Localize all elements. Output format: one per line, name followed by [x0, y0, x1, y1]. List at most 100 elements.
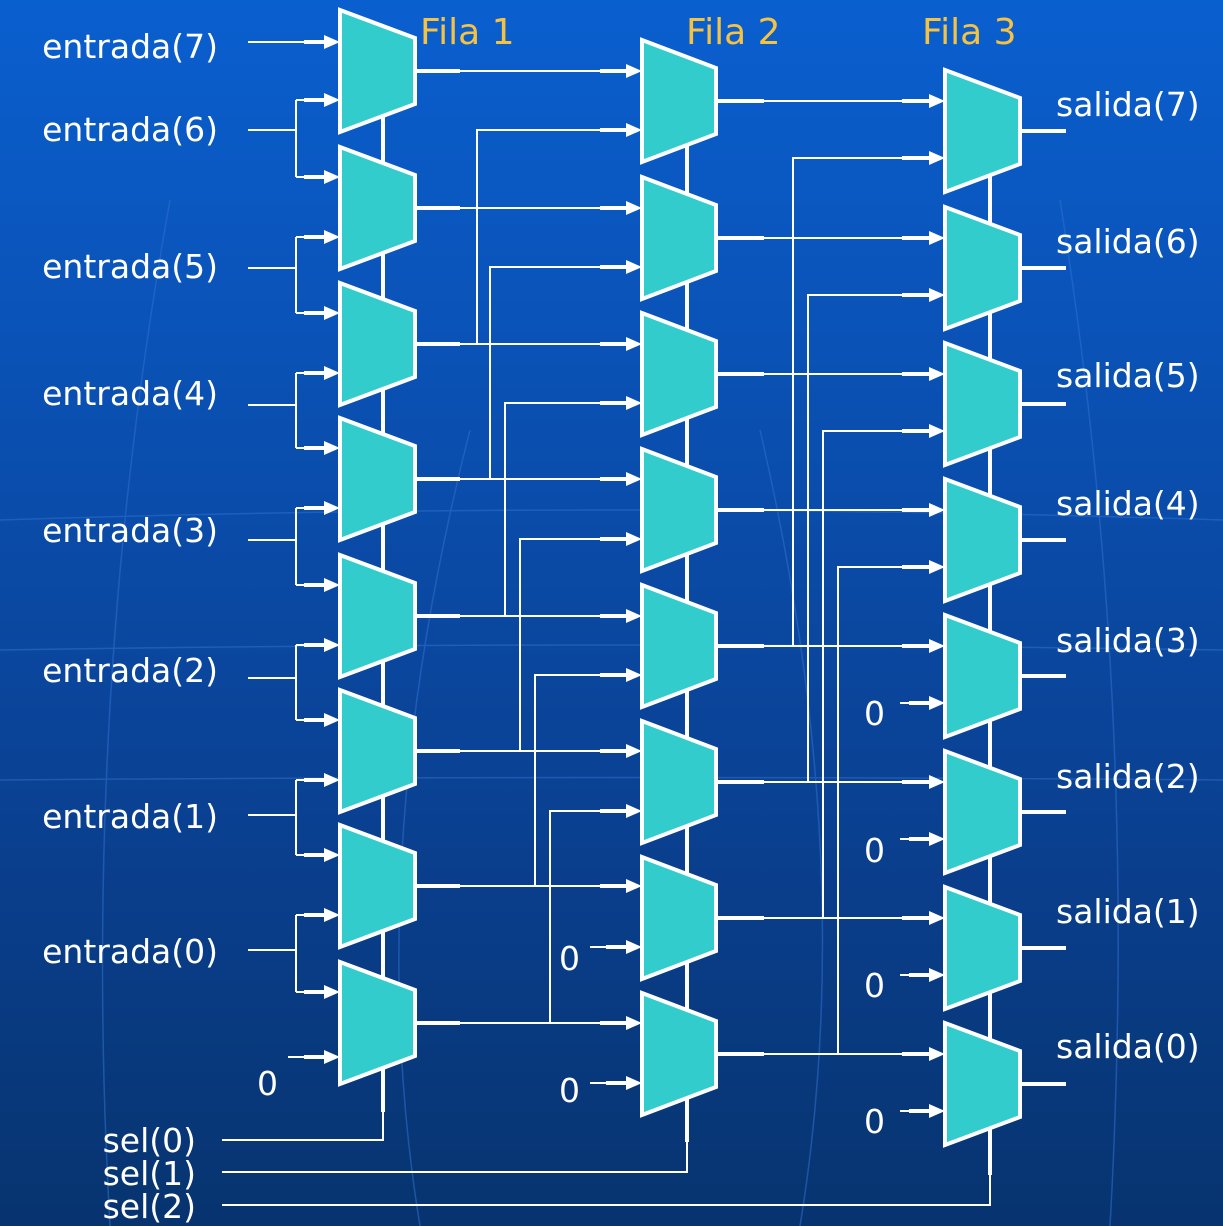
input-label-2: entrada(2) [42, 651, 218, 690]
row2-mux-5 [640, 310, 718, 438]
input-a-arrowhead [324, 638, 340, 652]
input-label-0: entrada(0) [42, 932, 218, 971]
arrowhead [626, 123, 642, 137]
row1-mux-0 [338, 959, 417, 1087]
select-label-1: sel(1) [103, 1154, 196, 1193]
row1-mux-6 [338, 144, 417, 272]
row2-mux-2 [640, 718, 718, 846]
input-b-arrowhead [324, 441, 340, 455]
arrowhead [626, 879, 642, 893]
zero-input-row3-c: 0 [864, 966, 885, 1005]
input-b-arrowhead [324, 848, 340, 862]
zero-input-row3-b: 0 [864, 831, 885, 870]
arrowhead [626, 64, 642, 78]
input-label-5: entrada(5) [42, 247, 218, 286]
input-b-arrowhead [324, 170, 340, 184]
row2-mux-3 [640, 582, 718, 710]
row3-mux-6 [943, 204, 1022, 332]
output-label-7: salida(7) [1056, 85, 1200, 124]
row3-mux-7 [943, 67, 1022, 195]
row2-mux-7 [640, 37, 718, 165]
row1-mux-5 [338, 280, 417, 408]
output-label-0: salida(0) [1056, 1027, 1200, 1066]
input-label-6: entrada(6) [42, 110, 218, 149]
output-label-6: salida(6) [1056, 222, 1200, 261]
arrowhead [626, 609, 642, 623]
zero-input-row3-d: 0 [864, 1102, 885, 1141]
zero-input-r3-arrowhead [929, 832, 945, 846]
arrowhead [626, 668, 642, 682]
arrowhead [626, 744, 642, 758]
output-label-3: salida(3) [1056, 621, 1200, 660]
zero-input-row1: 0 [257, 1064, 278, 1103]
arrowhead [929, 503, 945, 517]
row2-shift-wire [534, 674, 620, 886]
arrowhead [929, 775, 945, 789]
arrowhead [929, 639, 945, 653]
arrowhead [626, 337, 642, 351]
row3-mux-2 [943, 748, 1022, 876]
row-label-2: Fila 2 [686, 12, 781, 53]
row3-shift-wire [837, 566, 922, 1054]
input-a-arrowhead [324, 93, 340, 107]
row3-mux-3 [943, 612, 1022, 740]
row2-shift-wire [519, 538, 620, 751]
zero-input-r3-arrowhead [929, 1104, 945, 1118]
arrowhead [929, 94, 945, 108]
arrowhead [929, 231, 945, 245]
arrowhead [929, 560, 945, 574]
row-label-1: Fila 1 [420, 12, 515, 53]
arrowhead [929, 288, 945, 302]
row3-shift-wire [807, 294, 922, 782]
input-b-arrowhead [324, 713, 340, 727]
arrowhead [929, 911, 945, 925]
output-label-5: salida(5) [1056, 356, 1200, 395]
row3-shift-wire [822, 430, 922, 918]
arrowhead [929, 424, 945, 438]
sel1-wire [222, 1142, 688, 1173]
row1-mux-3 [338, 552, 417, 680]
arrowhead [626, 260, 642, 274]
arrowhead [929, 151, 945, 165]
arrowhead [626, 1016, 642, 1030]
input-b-arrowhead [324, 985, 340, 999]
input-b-arrowhead [324, 578, 340, 592]
output-label-1: salida(1) [1056, 892, 1200, 931]
arrowhead [626, 804, 642, 818]
zero-input-r3-arrowhead [929, 696, 945, 710]
row2-shift-wire [489, 266, 620, 479]
input-b-arrowhead [324, 306, 340, 320]
arrowhead [929, 1047, 945, 1061]
row2-mux-6 [640, 174, 718, 302]
input-label-3: entrada(3) [42, 511, 218, 550]
row1-mux-2 [338, 687, 417, 815]
select-label-0: sel(0) [103, 1121, 196, 1160]
row3-shift-wire [792, 157, 922, 646]
row1-mux-4 [338, 415, 417, 543]
labels: Fila 1 Fila 2 Fila 3 entrada(7) entrada(… [42, 12, 1200, 1226]
zero-input-r3-arrowhead [929, 968, 945, 982]
input-label-1: entrada(1) [42, 797, 218, 836]
multiplexers [338, 7, 1022, 1148]
input-a-arrowhead [324, 773, 340, 787]
row2-mux-4 [640, 446, 718, 574]
row2-mux-0 [640, 990, 718, 1118]
row1-mux-7 [338, 7, 417, 135]
input-label-7: entrada(7) [42, 27, 218, 66]
zero-input-r1-arrowhead [324, 1050, 340, 1064]
arrowhead [929, 367, 945, 381]
output-label-2: salida(2) [1056, 757, 1200, 796]
row2-shift-wire [549, 810, 620, 1023]
select-label-2: sel(2) [103, 1187, 196, 1226]
row1-mux-1 [338, 822, 417, 950]
zero-input-row2-a: 0 [559, 939, 580, 978]
output-label-4: salida(4) [1056, 484, 1200, 523]
row3-mux-4 [943, 476, 1022, 604]
row3-mux-5 [943, 340, 1022, 468]
zero-input-row2-b: 0 [559, 1071, 580, 1110]
input-a-arrowhead [324, 230, 340, 244]
sel0-wire [222, 1110, 384, 1141]
zero-input-row3-a: 0 [864, 694, 885, 733]
